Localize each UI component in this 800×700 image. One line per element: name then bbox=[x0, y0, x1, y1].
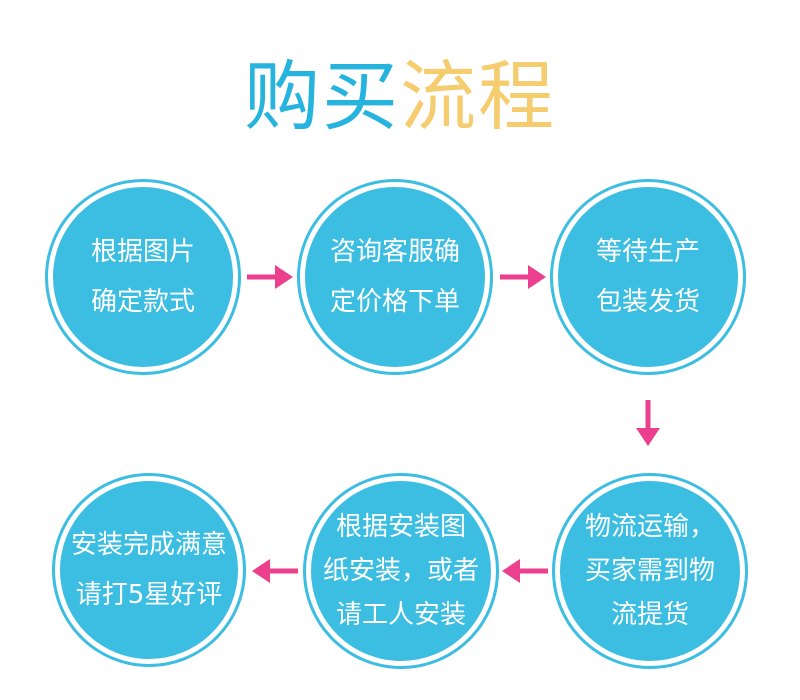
step-1-line-2: 确定款式 bbox=[90, 287, 195, 317]
step-2-line-2: 定价格下单 bbox=[329, 287, 460, 317]
arrow-right-icon bbox=[247, 265, 293, 289]
title-part-process: 流程 bbox=[400, 52, 556, 141]
step-3-line-2: 包装发货 bbox=[595, 287, 700, 317]
step-1-line-1: 根据图片 bbox=[90, 237, 195, 267]
title-part-buy: 购买 bbox=[244, 52, 400, 141]
step-1-circle: 根据图片 确定款式 bbox=[48, 182, 238, 372]
step-5-circle: 根据安装图 纸安装，或者 请工人安装 bbox=[306, 476, 496, 666]
step-3-line-1: 等待生产 bbox=[595, 237, 700, 267]
step-4-line-2: 买家需到物 bbox=[584, 556, 715, 586]
step-4-circle: 物流运输， 买家需到物 流提货 bbox=[555, 476, 745, 666]
step-5-line-3: 请工人安装 bbox=[335, 600, 466, 630]
arrow-right-icon bbox=[500, 265, 546, 289]
step-3-circle: 等待生产 包装发货 bbox=[553, 182, 743, 372]
step-2-line-1: 咨询客服确 bbox=[329, 237, 460, 267]
step-2-circle: 咨询客服确 定价格下单 bbox=[300, 182, 490, 372]
arrow-left-icon bbox=[252, 559, 298, 583]
step-4-line-3: 流提货 bbox=[610, 600, 689, 630]
step-4-line-1: 物流运输， bbox=[584, 512, 715, 542]
step-6-line-2: 请打5星好评 bbox=[75, 580, 223, 610]
page-title: 购买流程 bbox=[0, 52, 800, 142]
arrow-left-icon bbox=[502, 559, 548, 583]
arrow-down-icon bbox=[636, 400, 660, 446]
step-5-line-2: 纸安装，或者 bbox=[322, 556, 479, 586]
step-6-line-1: 安装完成满意 bbox=[70, 530, 227, 560]
step-6-circle: 安装完成满意 请打5星好评 bbox=[55, 476, 243, 664]
step-5-line-1: 根据安装图 bbox=[335, 512, 466, 542]
